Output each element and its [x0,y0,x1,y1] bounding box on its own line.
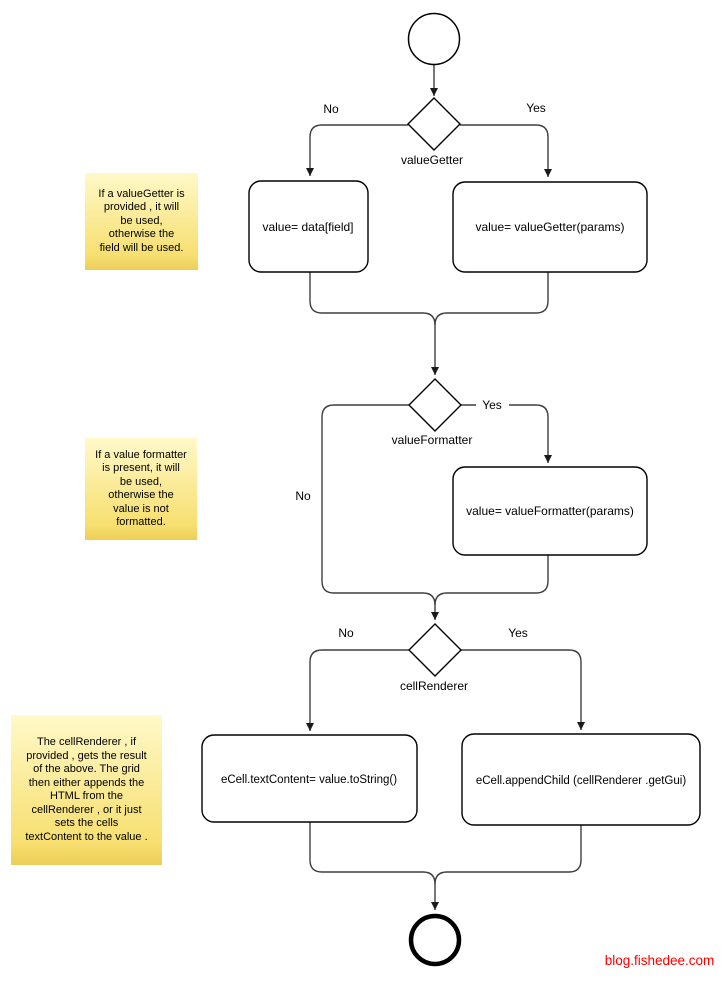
decision-valuegetter [407,97,461,151]
edge-cellrenderer-yes [461,649,585,730]
process-valuegetter-call [452,181,648,273]
process-textcontent-text: eCell.textContent= value.toString() [221,774,397,786]
decision-cellrenderer-label: cellRenderer [400,679,468,693]
edge-valuegetter-no [306,124,408,176]
process-data-field [248,180,369,273]
blog-watermark: blog.fishedee.com [604,953,715,968]
process-data-field-text: value= data[field] [262,220,353,234]
process-textcontent [201,734,418,823]
decision-valueformatter-label: valueFormatter [392,433,473,447]
edge-box4-merge [309,822,436,885]
process-valueformatter-call-text: value= valueFormatter(params) [466,504,634,518]
start-node [407,12,461,66]
valueformatter-yes-label-bg [476,395,509,412]
end-node [408,913,462,967]
edge-valueformatter-yes [461,404,552,463]
edge-box3-merge [434,555,549,606]
valueformatter-yes-label: Yes [482,398,502,412]
note-valuegetter: If a valueGetter is provided , it will b… [85,173,198,270]
valuegetter-no-label: No [323,102,339,116]
edge-valueformatter-no [321,404,436,606]
cellrenderer-no-label: No [338,626,354,640]
decision-cellrenderer [408,623,462,677]
note-cellrenderer: The cellRenderer , if provided , gets th… [11,715,162,865]
valuegetter-yes-label: Yes [526,101,546,115]
note-valueformatter: If a value formatter is present, it will… [85,438,197,540]
edge-box1-merge [309,272,436,326]
process-appendchild-text: eCell.appendChild (cellRenderer .getGui) [476,775,686,787]
edge-cellrenderer-no [306,649,409,731]
edge-box5-merge [434,825,582,885]
process-appendchild [461,733,701,826]
cellrenderer-yes-label: Yes [508,626,528,640]
valueformatter-no-label: No [295,489,311,503]
decision-valueformatter [408,378,462,432]
decision-valuegetter-label: valueGetter [401,153,463,167]
edge-valuegetter-yes [460,124,552,177]
process-valuegetter-call-text: value= valueGetter(params) [475,220,624,234]
process-valueformatter-call [452,466,648,556]
edge-box2-merge [434,272,549,326]
